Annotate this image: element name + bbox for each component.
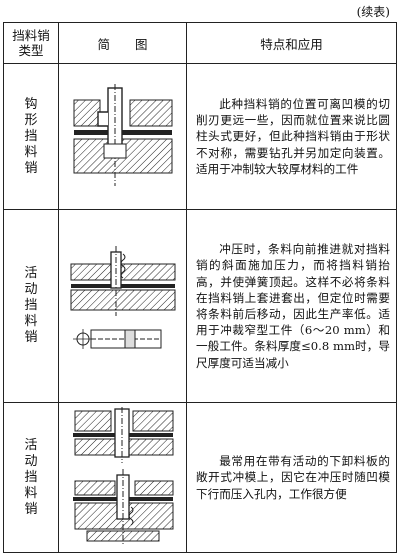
- open-die-stop-pin-diagram: [72, 406, 173, 545]
- row-description: 冲压时，条料向前推进就对挡料销的斜面施加压力，而将挡料销抬高，并使弹簧顶起。这样…: [196, 242, 390, 370]
- hook-stop-pin-diagram: [73, 83, 172, 186]
- continued-note: (续表): [356, 5, 390, 19]
- description-cell: 最常用在带有活动的下卸料板的敞开式冲模上，因它在冲压时随凹模下行而压入孔内，工作…: [186, 402, 397, 553]
- stop-pin-table: 挡料销 类型 简 图 特点和应用 钩形挡料销: [3, 22, 397, 553]
- header-type-line1: 挡料销: [12, 28, 50, 43]
- figure-cell: [58, 63, 187, 210]
- figure-cell: [58, 402, 187, 553]
- row-type-cell: 活动挡料销: [3, 209, 59, 403]
- row-description: 此种挡料销的位置可离凹模的切削刃更远一些，因而就位置来说比圆柱头式更好，但此种挡…: [196, 96, 390, 176]
- table-row: 活动挡料销: [3, 209, 397, 403]
- table-header-row: 挡料销 类型 简 图 特点和应用: [3, 22, 397, 64]
- header-features: 特点和应用: [186, 22, 397, 64]
- description-cell: 冲压时，条料向前推进就对挡料销的斜面施加压力，而将挡料销抬高，并使弹簧顶起。这样…: [186, 209, 397, 403]
- row-description: 最常用在带有活动的下卸料板的敞开式冲模上，因它在冲压时随凹模下行而压入孔内，工作…: [196, 454, 390, 501]
- table-row: 钩形挡料销 此种挡料销的位置可离凹模的切削刃更远一些，因而就位置来说比: [3, 63, 397, 210]
- row-type: 活动挡料销: [24, 437, 38, 517]
- header-type-line2: 类型: [18, 43, 44, 58]
- row-type-cell: 钩形挡料销: [3, 63, 59, 210]
- row-type-cell: 活动挡料销: [3, 402, 59, 553]
- description-cell: 此种挡料销的位置可离凹模的切削刃更远一些，因而就位置来说比圆柱头式更好，但此种挡…: [186, 63, 397, 210]
- header-type: 挡料销 类型: [3, 22, 59, 64]
- figure-cell: [58, 209, 187, 403]
- table-row: 活动挡料销: [3, 402, 397, 553]
- row-type: 活动挡料销: [24, 266, 38, 345]
- row-type: 钩形挡料销: [24, 96, 38, 176]
- header-figure: 简 图: [58, 22, 187, 64]
- spring-stop-pin-diagram: [70, 246, 175, 349]
